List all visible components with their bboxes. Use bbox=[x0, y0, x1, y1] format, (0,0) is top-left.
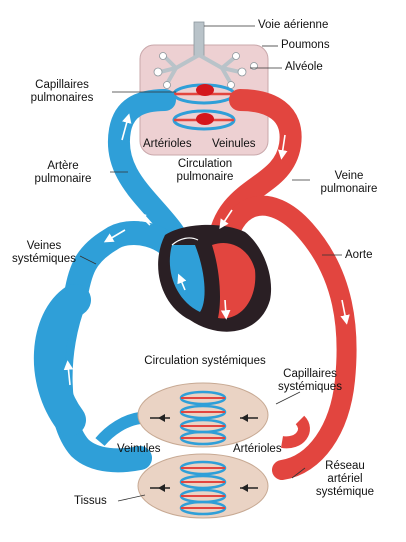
red-blood-cell bbox=[196, 113, 214, 125]
heart bbox=[158, 224, 272, 332]
label-line: artériel bbox=[327, 473, 363, 485]
systemic-capillaries-upper bbox=[137, 382, 269, 448]
label-line: systémiques bbox=[12, 253, 76, 265]
label-line: systémiques bbox=[278, 381, 342, 393]
label-circulation-systemiques: Circulation systémiques bbox=[144, 355, 266, 367]
label-poumons: Poumons bbox=[281, 39, 330, 51]
label-line: pulmonaire bbox=[176, 171, 234, 183]
label-arterioles-bottom: Artérioles bbox=[233, 443, 282, 455]
label-line: pulmonaire bbox=[320, 183, 378, 195]
flow-arrows bbox=[63, 113, 350, 386]
label-line: Capillaires bbox=[35, 79, 89, 91]
label-line: systémique bbox=[315, 486, 375, 498]
label-artere-pulmonaire: Artère pulmonaire bbox=[18, 160, 108, 186]
label-veines-systemiques: Veines systémiques bbox=[2, 240, 86, 266]
systemic-capillaries-lower bbox=[137, 453, 269, 519]
label-line: Veine bbox=[334, 170, 364, 182]
label-veine-pulmonaire: Veine pulmonaire bbox=[304, 170, 394, 196]
label-tissus: Tissus bbox=[74, 495, 107, 507]
label-capillaires-systemiques: Capillaires systémiques bbox=[265, 368, 355, 394]
label-line: Réseau bbox=[325, 460, 365, 472]
label-aorte: Aorte bbox=[345, 249, 373, 261]
label-circulation-pulmonaire: Circulation pulmonaire bbox=[160, 158, 250, 184]
label-line: Circulation bbox=[177, 158, 233, 170]
label-line: Artère bbox=[47, 160, 79, 172]
bronchi bbox=[158, 53, 242, 84]
label-line: Capillaires bbox=[283, 368, 337, 380]
red-blood-cell bbox=[196, 84, 214, 96]
pulmonary-artery bbox=[107, 89, 197, 266]
label-veinules-top: Veinules bbox=[212, 138, 256, 150]
label-alveole: Alvéole bbox=[285, 61, 323, 73]
label-line: pulmonaire bbox=[34, 173, 92, 185]
label-line: pulmonaires bbox=[30, 92, 94, 104]
label-arterioles-top: Artérioles bbox=[143, 138, 192, 150]
lungs bbox=[139, 21, 269, 156]
label-line: Veines bbox=[26, 240, 62, 252]
label-voie-aerienne: Voie aérienne bbox=[258, 19, 329, 31]
label-reseau-arteriel-systemique: Réseau artériel systémique bbox=[305, 460, 385, 499]
label-capillaires-pulmonaires: Capillaires pulmonaires bbox=[14, 79, 110, 105]
aorta bbox=[215, 195, 357, 480]
leader-lines bbox=[79, 25, 342, 502]
label-veinules-bottom: Veinules bbox=[117, 443, 161, 455]
